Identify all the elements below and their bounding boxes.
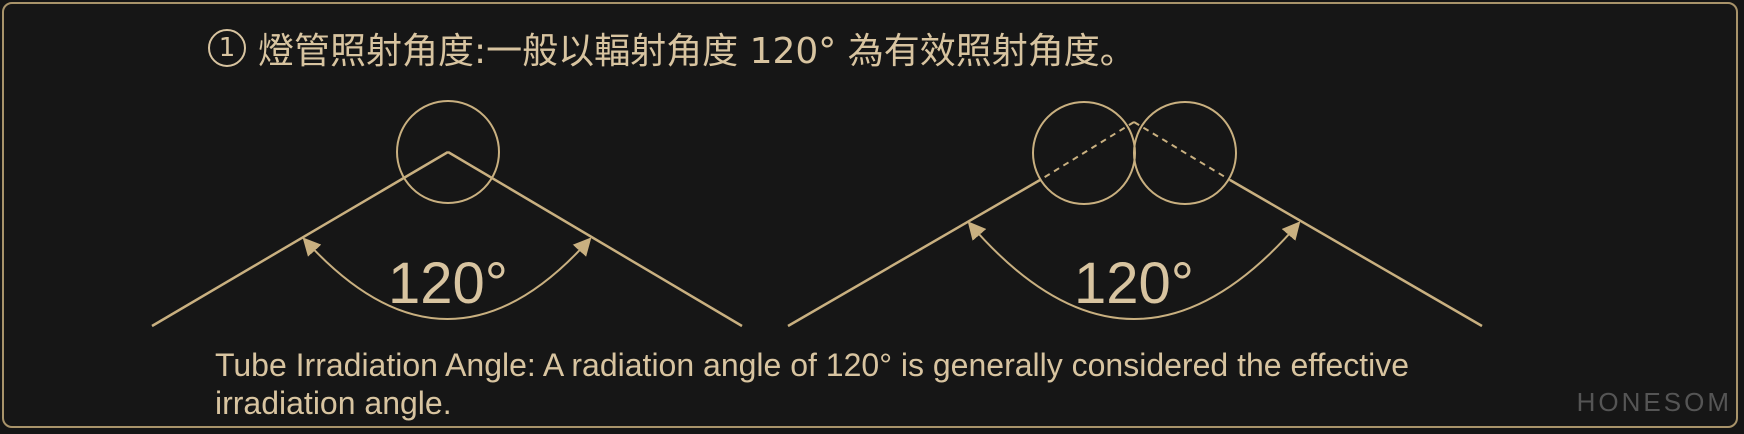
angle-arc [302,237,592,320]
ray-left [151,150,449,328]
ray-right [1229,178,1483,328]
tube-circle [396,100,500,204]
card-panel [2,2,1738,428]
angle-label: 120° [388,251,508,316]
angle-arc [967,221,1301,320]
heading-text: 燈管照射角度:一般以輻射角度 120° 為有效照射角度。 [258,31,1136,72]
circled-number: 1 [208,29,246,67]
ray-right-dashed [1133,121,1231,181]
caption-text: Tube Irradiation Angle: A radiation angl… [215,347,1410,421]
angle-label: 120° [1074,251,1194,316]
ray-left [787,178,1041,328]
ray-left-dashed [1039,121,1135,181]
single-tube-diagram: 120° [151,100,743,328]
tube-circle-right [1133,101,1237,205]
double-tube-diagram: 120° [787,101,1483,328]
watermark-logo: HONESOM [1576,387,1732,417]
ray-right [447,150,743,328]
heading: 1 燈管照射角度:一般以輻射角度 120° 為有效照射角度。 [208,18,1136,78]
